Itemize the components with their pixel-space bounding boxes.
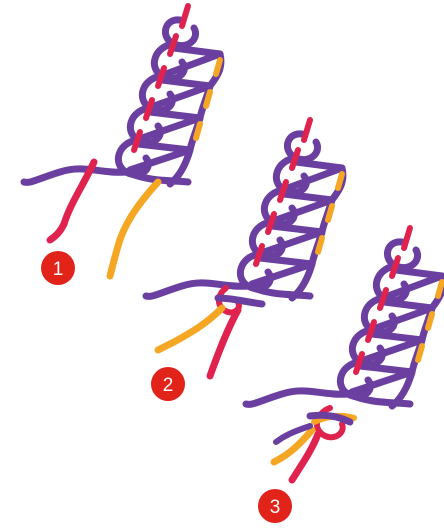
- diagram-step-1: [24, 6, 221, 276]
- step-badge-3: 3: [258, 489, 292, 523]
- step-number-3: 3: [270, 497, 281, 518]
- step-badge-2: 2: [151, 367, 185, 401]
- step-number-2: 2: [163, 375, 174, 396]
- yellow-thread-end: [158, 308, 222, 350]
- diagram-step-3: [246, 228, 443, 480]
- step-badge-1: 1: [41, 251, 75, 285]
- yellow-thread-end: [110, 182, 158, 276]
- step-number-1: 1: [53, 259, 64, 280]
